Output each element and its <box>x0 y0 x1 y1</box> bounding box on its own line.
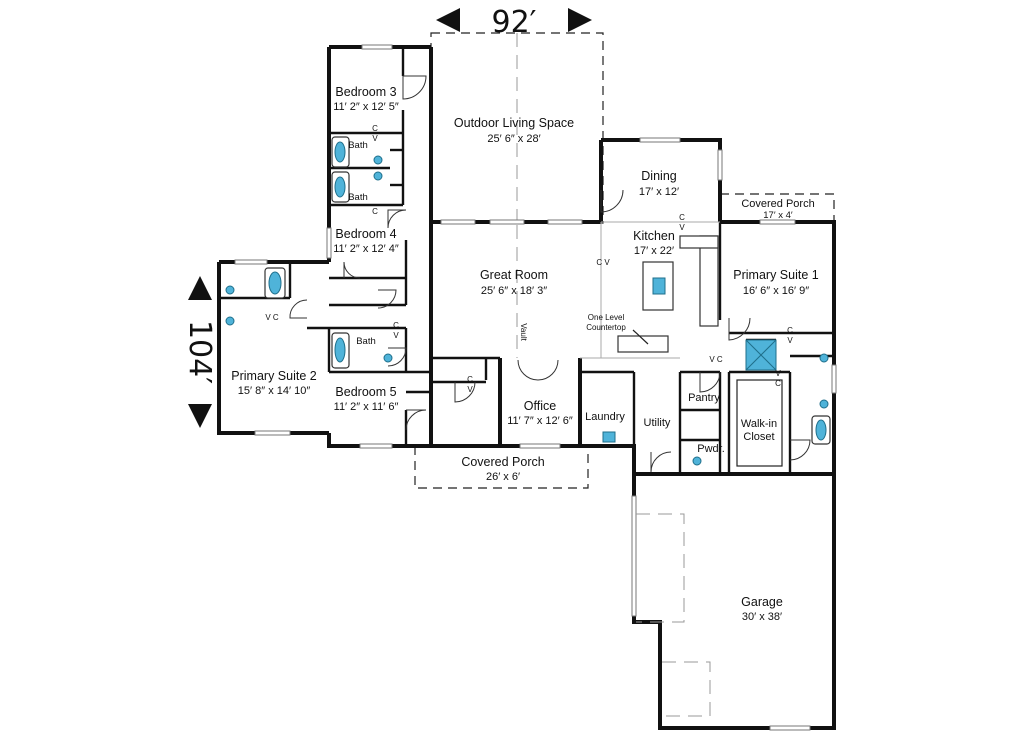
countertop-label-line2: Countertop <box>586 323 626 332</box>
closet-marker-c: C <box>775 379 781 388</box>
countertop <box>617 335 669 353</box>
garage-name: Garage <box>741 595 783 609</box>
room-labels: Outdoor Living Space 25′ 6″ x 28′ Dining… <box>231 85 818 623</box>
dining-size: 17′ x 12′ <box>639 186 679 198</box>
depth-dimension: 104′ <box>182 276 217 428</box>
closet-marker-cv: C V <box>596 258 610 267</box>
great-room-size: 25′ 6″ x 18′ 3″ <box>481 285 547 297</box>
closet-marker-c: C <box>393 321 399 330</box>
width-dimension: 92′ <box>436 5 592 40</box>
office-size: 11′ 7″ x 12′ 6″ <box>507 415 573 427</box>
depth-arrow-down <box>188 404 212 428</box>
rear-porch-name: Covered Porch <box>741 198 814 210</box>
closet-marker-c: C <box>467 375 473 384</box>
primary-suite-1-size: 16′ 6″ x 16′ 9″ <box>743 285 809 297</box>
annotations: Bath Bath Bath Vault One Level Counterto… <box>265 124 793 394</box>
island-sink <box>652 277 666 295</box>
kitchen-size: 17′ x 22′ <box>634 245 674 257</box>
width-dimension-label: 92′ <box>492 5 537 40</box>
rear-porch-size: 17′ x 4′ <box>763 210 793 221</box>
countertop-label-line1: One Level <box>588 313 625 322</box>
front-porch-size: 26′ x 6′ <box>486 471 520 483</box>
bath-label-bedroom-5: Bath <box>356 336 376 347</box>
powder-name: Pwdr. <box>697 443 725 455</box>
outdoor-living-name: Outdoor Living Space <box>454 116 574 130</box>
front-porch-outline <box>414 446 589 489</box>
kitchen-name: Kitchen <box>633 229 675 243</box>
doors <box>289 75 811 473</box>
bedroom-5-size: 11′ 2″ x 11′ 6″ <box>334 401 399 413</box>
width-arrow-right <box>568 8 592 32</box>
bedroom-3-name: Bedroom 3 <box>335 85 396 99</box>
vault-label: Vault <box>519 323 528 341</box>
depth-dimension-label: 104′ <box>182 320 217 384</box>
width-arrow-left <box>436 8 460 32</box>
office-name: Office <box>524 399 556 413</box>
primary-suite-2-name: Primary Suite 2 <box>231 369 316 383</box>
garage-door-outline-1 <box>636 513 685 623</box>
bath-label-bedroom-3: Bath <box>348 140 368 151</box>
closet-marker-vc: V C <box>709 355 723 364</box>
walk-in-closet-name-line2: Closet <box>743 431 774 443</box>
closet-marker-v: V <box>467 385 473 394</box>
closet-marker-v: V <box>775 369 781 378</box>
bedroom-4-size: 11′ 2″ x 12′ 4″ <box>333 243 399 255</box>
closet-marker-v: V <box>679 223 685 232</box>
bedroom-3-size: 11′ 2″ x 12′ 5″ <box>333 101 399 113</box>
pantry-name: Pantry <box>688 392 720 404</box>
exterior-walls <box>217 45 836 730</box>
kitchen-fixtures <box>617 235 719 353</box>
bath-fixtures <box>225 136 831 466</box>
great-room-name: Great Room <box>480 268 548 282</box>
bedroom-5-name: Bedroom 5 <box>335 385 396 399</box>
front-porch-name: Covered Porch <box>461 455 544 469</box>
garage-door-outline-2 <box>662 661 711 717</box>
closet-marker-c: C <box>787 326 793 335</box>
dining-name: Dining <box>641 169 676 183</box>
outdoor-living-size: 25′ 6″ x 28′ <box>487 133 540 145</box>
closet-marker-c: C <box>372 124 378 133</box>
countertop-leader <box>632 329 649 345</box>
windows <box>234 44 837 731</box>
laundry-name: Laundry <box>585 411 625 423</box>
open-plan-markers <box>580 221 720 359</box>
primary-suite-2-size: 15′ 8″ x 14′ 10″ <box>238 385 311 397</box>
garage-size: 30′ x 38′ <box>742 611 782 623</box>
mechanical-chase <box>745 339 777 371</box>
closet-shelving <box>736 379 783 467</box>
bedroom-4-name: Bedroom 4 <box>335 227 396 241</box>
utility-name: Utility <box>644 417 671 429</box>
closet-marker-v: V <box>787 336 793 345</box>
bath-label-bedroom-4: Bath <box>348 192 368 203</box>
closet-marker-v: V <box>372 134 378 143</box>
closet-marker-c: C <box>679 213 685 222</box>
primary-suite-1-name: Primary Suite 1 <box>733 268 818 282</box>
closet-marker-vc: V C <box>265 313 279 322</box>
rear-porch-outline <box>720 193 835 222</box>
walk-in-closet-name-line1: Walk-in <box>741 418 777 430</box>
depth-arrow-up <box>188 276 212 300</box>
closet-marker-v: V <box>393 331 399 340</box>
closet-marker-c: C <box>372 207 378 216</box>
